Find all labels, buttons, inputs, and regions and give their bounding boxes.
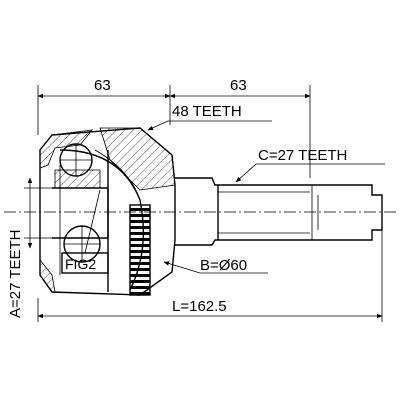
leader-lines: [147, 120, 385, 274]
abs-ring-tooth: [130, 262, 150, 265]
abs-ring-tooth: [130, 256, 150, 259]
outer-teeth-label: 48 TEETH: [172, 103, 242, 120]
shaft-teeth-label: C=27 TEETH: [258, 147, 347, 164]
figure-ref-label: FIG2: [65, 256, 96, 272]
abs-ring-label: B=Ø60: [200, 257, 247, 274]
dimension-left-63: 63: [94, 77, 111, 94]
figure-callout: [61, 189, 109, 274]
bottom-dimension-lines: [37, 228, 383, 322]
abs-ring-tooth: [130, 292, 150, 295]
abs-ring-tooth: [130, 280, 150, 283]
abs-ring-tooth: [130, 274, 150, 277]
abs-ring-tooth: [130, 238, 150, 241]
abs-ring-tooth: [130, 232, 150, 235]
abs-ring-tooth: [130, 244, 150, 247]
ball-upper: [59, 143, 93, 177]
abs-ring-tooth: [130, 226, 150, 229]
ball-lower: [63, 225, 101, 263]
inner-teeth-label: A=27 TEETH: [7, 229, 24, 318]
abs-ring-tooth: [130, 220, 150, 223]
abs-ring: [129, 204, 151, 296]
abs-ring-tooth: [130, 208, 150, 211]
top-dimension-lines: [37, 85, 311, 178]
stub-shaft: [175, 177, 383, 246]
abs-ring-tooth: [130, 268, 150, 271]
abs-ring-tooth: [130, 250, 150, 253]
abs-ring-tooth: [130, 214, 150, 217]
dimension-right-63: 63: [230, 77, 247, 94]
total-length-label: L=162.5: [172, 298, 227, 315]
abs-ring-tooth: [130, 286, 150, 289]
